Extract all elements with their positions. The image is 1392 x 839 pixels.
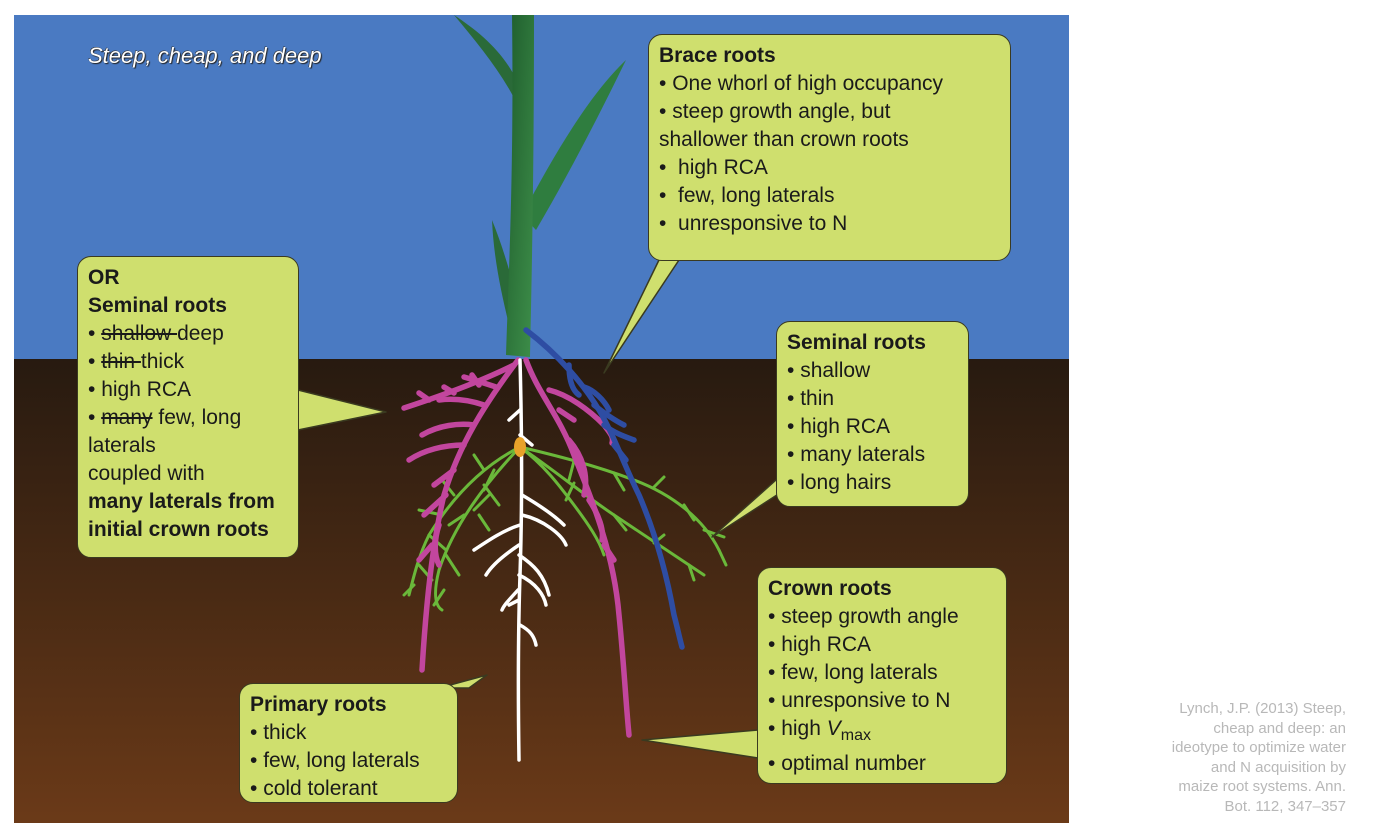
- callout-heading: Crown roots: [768, 577, 892, 600]
- brace-roots: [523, 327, 685, 650]
- list-item: • thin: [787, 387, 835, 410]
- list-item: • few, long laterals: [768, 661, 938, 684]
- diagram-title: Steep, cheap, and deep: [88, 43, 322, 68]
- list-item: • high RCA: [768, 633, 872, 656]
- text-line: coupled with: [88, 462, 205, 485]
- text-line: many laterals from: [88, 490, 275, 513]
- citation-line: Bot. 112, 347–357: [1224, 797, 1347, 815]
- crown-roots: [401, 357, 632, 738]
- list-item: • thin thick: [88, 350, 185, 373]
- list-item: • cold tolerant: [250, 777, 378, 800]
- callout-heading: Brace roots: [659, 44, 776, 67]
- citation-line: Lynch, J.P. (2013) Steep,: [1179, 700, 1346, 717]
- or-seminal-roots-callout: OR Seminal roots • shallow deep • thin t…: [77, 256, 299, 558]
- list-item: • optimal number: [768, 752, 926, 776]
- callout-heading: Seminal roots: [787, 331, 926, 354]
- seminal-root: [518, 445, 606, 557]
- brace-root: [523, 327, 685, 650]
- seed: [514, 437, 526, 457]
- list-item: • unresponsive to N: [659, 212, 848, 235]
- crown-root: [401, 362, 517, 411]
- list-item: • many laterals: [787, 443, 926, 466]
- list-item: • thick: [250, 721, 307, 744]
- list-item: • steep growth angle: [768, 605, 959, 628]
- list-item: • One whorl of high occupancy: [659, 72, 944, 95]
- callout-heading: Seminal roots: [88, 294, 227, 317]
- seminal-roots-callout: Seminal roots • shallow • thin • high RC…: [776, 321, 969, 507]
- maize-shoot: [454, 15, 626, 357]
- list-item: • high RCA: [787, 415, 891, 438]
- or-label: OR: [88, 266, 120, 289]
- text-line: initial crown roots: [88, 518, 269, 541]
- leaf: [454, 15, 526, 110]
- leaf: [522, 60, 626, 230]
- citation-line: ideotype to optimize water: [1171, 739, 1346, 756]
- list-item: • shallow: [787, 359, 871, 382]
- list-item: • few, long laterals: [250, 749, 420, 772]
- list-item: • few, long laterals: [659, 184, 835, 207]
- list-item: • unresponsive to N: [768, 689, 951, 712]
- brace-roots-callout: Brace roots • One whorl of high occupanc…: [648, 34, 1011, 261]
- list-item: • high RCA: [88, 378, 192, 401]
- callout-heading: Primary roots: [250, 693, 387, 716]
- citation-line: cheap and deep: an: [1213, 719, 1346, 737]
- citation: Lynch, J.P. (2013) Steep, cheap and deep…: [1100, 699, 1346, 816]
- list-item: • many few, long: [88, 406, 242, 429]
- primary-roots: [472, 358, 568, 762]
- list-item: • shallow deep: [88, 322, 224, 345]
- list-item: • steep growth angle, but: [659, 100, 891, 123]
- stem: [506, 15, 534, 357]
- citation-line: and N acquisition by: [1210, 758, 1346, 776]
- citation-line: maize root systems. Ann.: [1178, 778, 1346, 795]
- crown-roots-callout: Crown roots • steep growth angle • high …: [757, 567, 1007, 784]
- primary-roots-callout: Primary roots • thick • few, long latera…: [239, 683, 458, 803]
- text-line: laterals: [88, 434, 156, 457]
- list-item: • high RCA: [659, 156, 768, 179]
- list-item: • high Vmax: [768, 717, 871, 745]
- list-item: • long hairs: [787, 471, 892, 494]
- list-item: shallower than crown roots: [659, 128, 909, 151]
